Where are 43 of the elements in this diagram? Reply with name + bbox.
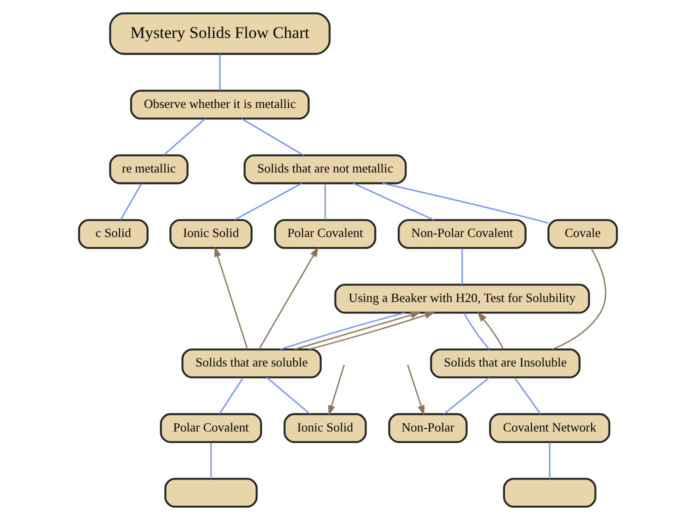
node-box: re metallic [109,154,188,184]
connector [234,182,302,220]
arrow [294,312,421,350]
node-box: Solids that are Insoluble [430,348,580,378]
connector [462,248,463,285]
node-box: Ionic Solid [284,413,367,443]
connector [218,377,244,414]
arrow [407,364,424,416]
connector [210,442,212,479]
node-box: Polar Covalent [160,413,262,443]
node-box: Polar Covalent [274,219,376,249]
connector [352,182,434,221]
node-box: Covalent Network [489,413,610,443]
connector [549,442,550,479]
node-box: Non-Polar [388,413,468,443]
connector [219,54,221,91]
arrow [308,312,435,350]
arrow [328,364,345,416]
connector [464,312,490,350]
arrow [477,312,504,350]
connector [163,118,206,156]
node-box: Using a Beaker with H20, Test for Solubility [334,284,590,314]
node-box: Observe whether it is metallic [130,90,310,120]
node-box: Mystery Solids Flow Chart [109,12,331,55]
connector [552,248,606,350]
connector [280,312,406,350]
arrow [258,246,319,350]
connector [120,183,142,220]
connector [514,377,542,414]
connector [241,118,304,156]
connector [266,377,310,414]
connector [324,184,326,220]
connector [382,182,548,224]
node-box: Solids that are soluble [182,348,322,378]
node-box: Non-Polar Covalent [398,219,527,249]
node-box: Ionic Solid [169,219,253,249]
connector [444,377,490,414]
node-box: Covale [547,219,618,249]
arrow [214,246,248,350]
node-box [503,478,596,508]
node-box: Solids that are not metallic [244,154,407,184]
node-box [164,478,258,508]
node-box: c Solid [78,219,149,249]
